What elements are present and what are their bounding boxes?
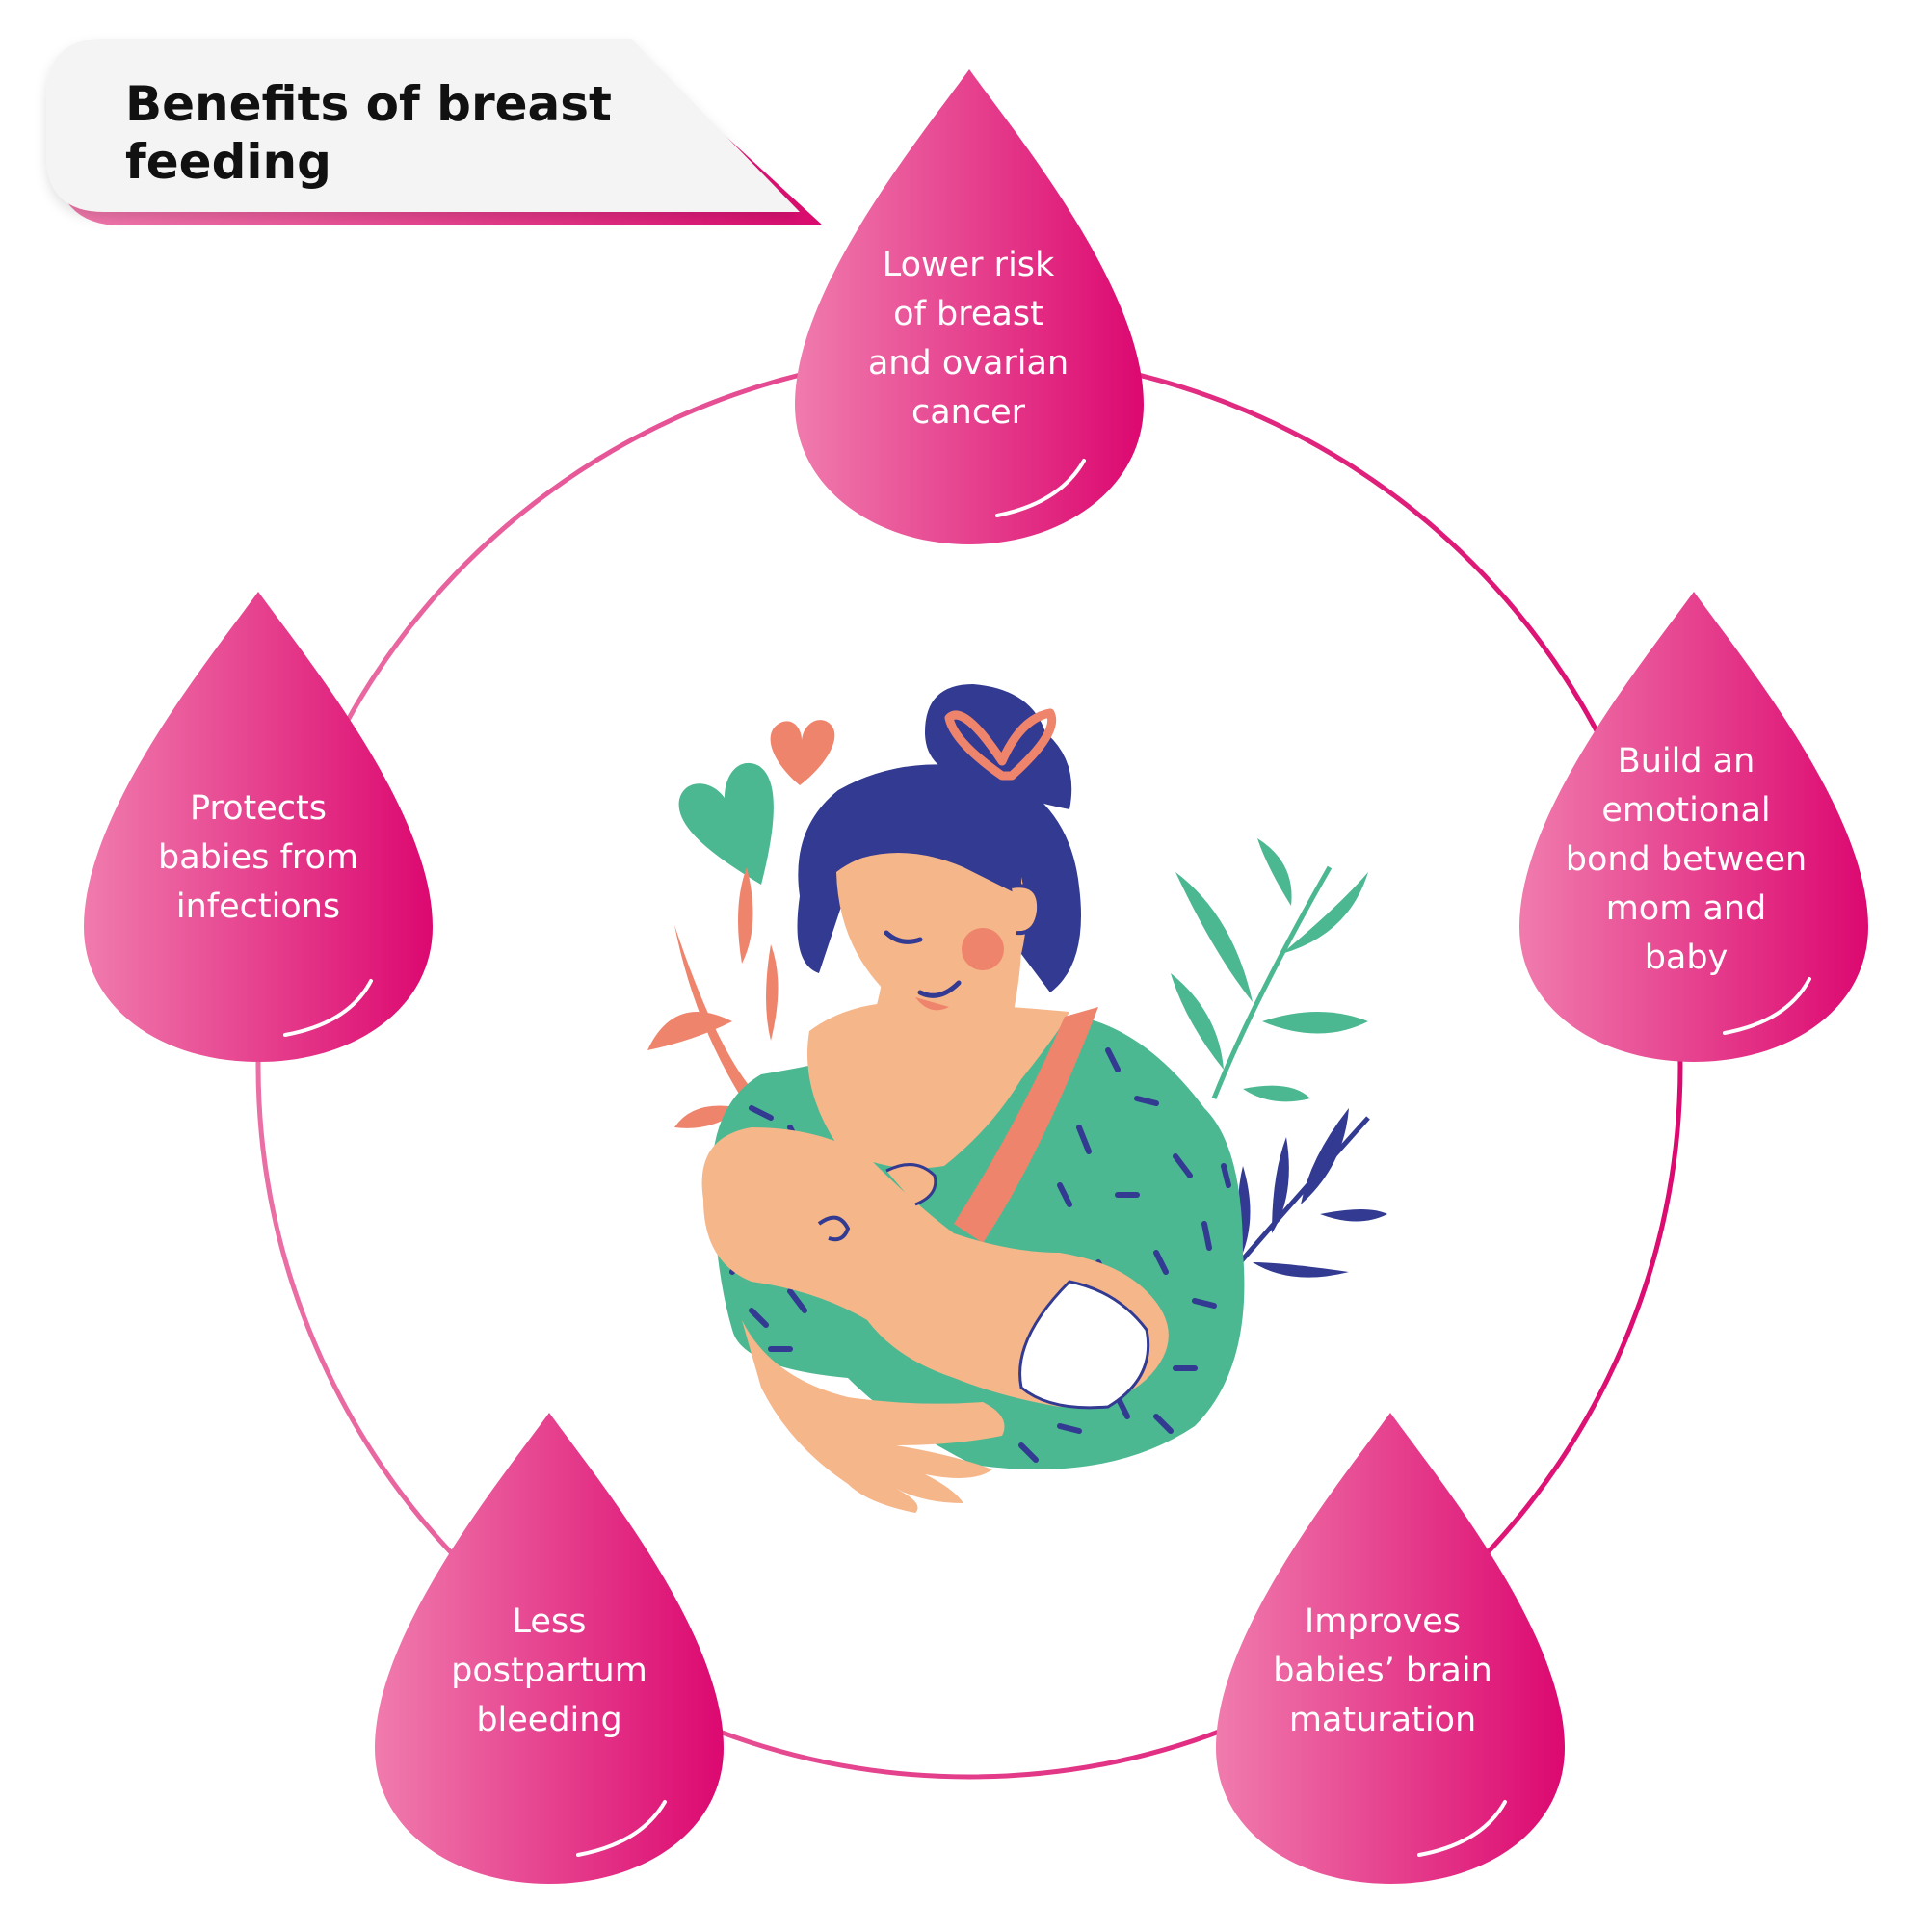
drop-highlight-icon [1723,977,1811,1035]
benefit-label-brain-maturation: Improves babies’ brain maturation [1238,1598,1527,1745]
heart-icon [678,762,774,885]
benefit-label-line: babies from [158,838,358,877]
benefit-label-line: emotional [1601,791,1771,830]
benefit-label-line: babies’ brain [1273,1652,1492,1690]
benefit-drop-left [84,592,433,1062]
benefit-label-line: Lower risk [882,246,1055,284]
benefit-label-line: postpartum [451,1652,647,1690]
navy-leaves-icon [1222,1108,1387,1284]
benefit-label-cancer-risk: Lower risk of breast and ovarian cancer [824,241,1113,437]
benefit-label-line: mom and [1605,889,1767,928]
mother-chest [807,1002,1069,1169]
drop-highlight-icon [576,1800,667,1857]
title-line-2: feeding [125,134,331,190]
benefit-label-line: bleeding [476,1701,622,1739]
dress-strap [954,1007,1098,1243]
baby-ear-icon [817,1215,851,1242]
coral-leaves-icon [647,867,779,1128]
green-leaves-icon [1171,838,1368,1102]
benefit-label-line: baby [1644,939,1729,977]
ear-icon [1011,884,1042,936]
mother-baby-illustration [647,684,1387,1513]
drop-highlight-icon [283,979,373,1037]
drop-highlight-icon [995,459,1086,517]
benefit-drop-bottom-right [1216,1413,1565,1884]
smile-icon [917,980,962,998]
benefit-label-line: Improves [1304,1602,1462,1641]
title-banner [46,39,823,225]
benefit-label-line: Protects [190,789,327,828]
benefit-label-line: bond between [1565,840,1808,879]
mother-arm [742,1320,1005,1513]
benefit-drop-bottom-left [375,1413,724,1884]
baby-diaper [1018,1280,1150,1410]
benefit-label-line: of breast [893,295,1043,333]
benefit-label-line: and ovarian [867,344,1069,383]
benefit-label-emotional-bond: Build an emotional bond between mom and baby [1542,737,1831,983]
benefit-label-line: Build an [1617,742,1755,781]
heart-icon [770,720,835,785]
mother-face [836,848,1026,1023]
baby-hand [885,1163,937,1206]
title-line-1: Benefits of breast [125,76,612,132]
benefit-label-line: Less [512,1602,587,1641]
eye-icon [884,930,923,944]
benefit-label-line: cancer [911,393,1026,432]
hair [797,764,1081,992]
page-title: Benefits of breast feeding [125,75,665,191]
benefit-drop-right [1519,592,1868,1062]
cheek-icon [962,928,1004,970]
benefit-label-line: maturation [1288,1701,1477,1739]
benefit-label-postpartum-bleeding: Less postpartum bleeding [405,1598,694,1745]
drop-highlight-icon [1417,1800,1507,1857]
ribbon-icon [944,708,1057,781]
benefit-label-infections: Protects babies from infections [114,784,403,932]
benefit-label-line: infections [175,887,341,926]
benefit-drop-top [795,69,1144,544]
